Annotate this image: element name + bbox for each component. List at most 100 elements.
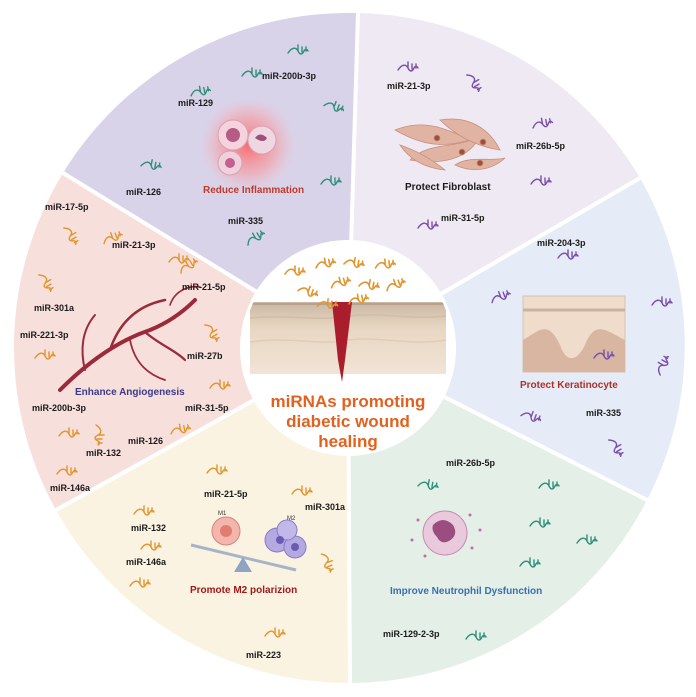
sector-title-keratinocyte: Protect Keratinocyte: [520, 380, 618, 391]
mirna-label: miR-146a: [50, 483, 91, 493]
mirna-hairpin-icon: [291, 485, 313, 496]
mirna-label: miR-27b: [187, 351, 223, 361]
mirna-hairpin-icon: [204, 324, 220, 343]
mirna-label: miR-200b-3p: [32, 403, 87, 413]
mirna-hairpin-icon: [608, 439, 624, 458]
sector-keratinocyte: [348, 178, 685, 500]
mirna-label: miR-31-5p: [185, 403, 229, 413]
macrophage-seesaw-illustration: [190, 516, 307, 572]
mirna-hairpin-icon: [58, 427, 80, 438]
mirna-hairpin-icon: [593, 349, 615, 360]
mirna-hairpin-icon: [557, 249, 579, 260]
center-title: miRNAs promoting diabetic wound healing: [248, 392, 448, 452]
mirna-label: miR-21-5p: [204, 489, 248, 499]
neutrophil-illustration: [410, 510, 482, 558]
mirna-hairpin-icon: [323, 100, 345, 112]
mirna-label: miR-301a: [34, 303, 75, 313]
mirna-label: miR-126: [126, 187, 162, 197]
mirna-hairpin-icon: [532, 117, 554, 129]
mirna-hairpin-icon: [348, 293, 370, 305]
mirna-label: miR-132: [131, 523, 167, 533]
mirna-label: miR-17-5p: [45, 202, 89, 212]
mirna-hairpin-icon: [180, 258, 199, 274]
sector-polarization: [56, 348, 350, 684]
mirna-hairpin-icon: [657, 355, 670, 376]
fibroblast-cells-illustration: [394, 118, 506, 171]
mirna-label: miR-223: [246, 650, 282, 660]
mirna-hairpin-icon: [519, 557, 541, 568]
mirna-label: miR-129-2-3p: [383, 629, 440, 639]
mirna-hairpin-icon: [530, 175, 552, 186]
mirna-hairpin-icon: [576, 534, 598, 545]
mirna-label: miR-21-3p: [112, 240, 156, 250]
mirna-hairpin-icon: [651, 296, 673, 307]
mirna-label: miR-31-5p: [441, 213, 485, 223]
mirna-hairpin-icon: [386, 278, 406, 292]
mirna-hairpin-icon: [315, 257, 337, 269]
mirna-hairpin-icon: [538, 479, 560, 490]
wound-illustration: [249, 302, 447, 382]
mirna-hairpin-icon: [168, 253, 190, 264]
mirna-label: miR-146a: [126, 557, 167, 567]
keratinocyte-skin-illustration: [522, 295, 626, 373]
mirna-label: miR-26b-5p: [446, 458, 496, 468]
mirna-hairpin-icon: [491, 290, 511, 304]
mirna-hairpin-icon: [63, 227, 79, 246]
mirna-hairpin-icon: [358, 278, 380, 290]
mirna-hairpin-icon: [320, 553, 334, 573]
mirna-hairpin-icon: [140, 159, 162, 170]
mirna-label: miR-21-3p: [387, 81, 431, 91]
blood-vessel-illustration: [58, 285, 201, 392]
mirna-hairpin-icon: [520, 410, 542, 422]
mirna-label: miR-200b-3p: [262, 71, 317, 81]
mirna-label: miR-221-3p: [20, 330, 69, 340]
mirna-hairpin-icon: [316, 298, 339, 309]
sector-fibroblast: [348, 13, 640, 348]
mirna-hairpin-icon: [343, 256, 365, 268]
mirna-label: miR-204-3p: [537, 238, 586, 248]
sector-title-fibroblast: Protect Fibroblast: [405, 182, 491, 193]
mirna-label: miR-335: [586, 408, 622, 418]
mirna-hairpin-icon: [284, 265, 306, 276]
center-mirna-cluster: [284, 256, 406, 309]
center-title-line2: diabetic wound: [286, 412, 410, 431]
mirna-glyphs: [34, 44, 673, 641]
mirna-hairpin-icon: [247, 230, 266, 246]
mirna-label: miR-26b-5p: [516, 141, 566, 151]
mirna-hairpin-icon: [287, 44, 309, 55]
mirna-label: miR-126: [128, 436, 164, 446]
mirna-hairpin-icon: [103, 231, 123, 245]
mirna-hairpin-icon: [264, 627, 286, 638]
mirna-hairpin-icon: [417, 479, 439, 490]
mirna-hairpin-icon: [209, 379, 231, 390]
mirna-hairpin-icon: [129, 577, 151, 588]
mirna-hairpin-icon: [190, 85, 212, 97]
mirna-hairpin-icon: [34, 349, 56, 360]
mirna-hairpin-icon: [56, 465, 78, 476]
mirna-hairpin-icon: [417, 219, 439, 230]
mirna-hairpin-icon: [529, 517, 551, 528]
sector-title-polarization: Promote M2 polarizion: [190, 585, 298, 596]
mirna-hairpin-icon: [330, 276, 352, 289]
mirna-hairpin-icon: [94, 424, 105, 446]
m2-cell-label: M2: [287, 516, 296, 522]
mirna-label: miR-301a: [305, 502, 346, 512]
mirna-hairpin-icon: [133, 505, 155, 516]
mirna-hairpin-icon: [465, 630, 487, 641]
mirna-hairpin-icon: [140, 540, 162, 551]
center-title-line3: healing: [318, 432, 378, 451]
mirna-hairpin-icon: [206, 464, 228, 475]
mirna-label: miR-129: [178, 98, 214, 108]
mirna-hairpin-icon: [320, 175, 342, 186]
mirna-hairpin-icon: [297, 285, 319, 297]
sector-title-inflammation: Reduce Inflammation: [203, 185, 305, 196]
mirna-hairpin-icon: [241, 67, 263, 78]
inflammation-cells-illustration: [200, 97, 296, 193]
mirna-label: miR-335: [228, 216, 264, 226]
mirna-label: miR-132: [86, 448, 122, 458]
sector-title-neutrophil: Improve Neutrophil Dysfunction: [390, 586, 543, 597]
mirna-label: miR-21-5p: [182, 282, 226, 292]
mirna-hairpin-icon: [38, 274, 54, 293]
mirna-hairpin-icon: [170, 423, 192, 435]
